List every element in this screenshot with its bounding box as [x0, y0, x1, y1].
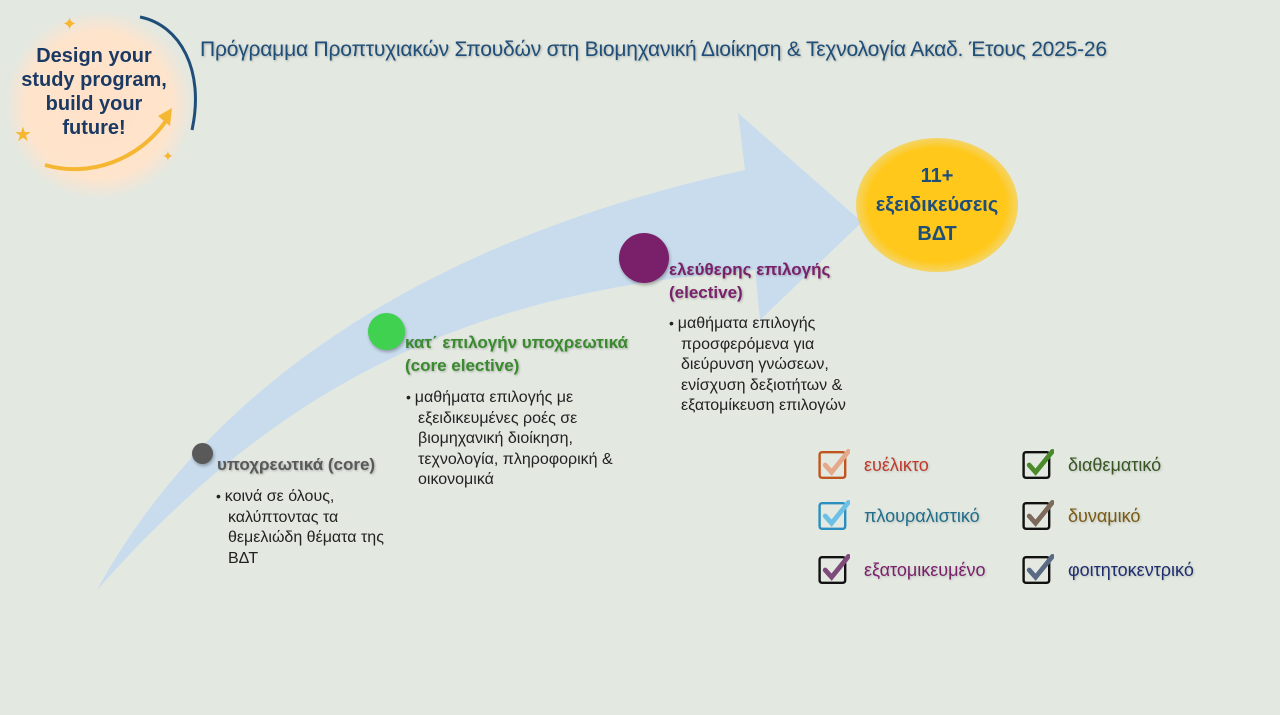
- checkbox-checked-icon: [818, 500, 850, 530]
- elective-description: μαθήματα επιλογής προσφερόμενα για διεύρ…: [678, 313, 891, 417]
- desc-line: καλύπτοντας τα: [228, 508, 339, 526]
- elective-marker: [619, 233, 669, 283]
- desc-line: εξειδικευμένες ροές σε: [418, 409, 578, 427]
- desc-line: ΒΔΤ: [228, 549, 259, 567]
- feature-student-centered: φοιτητοκεντρικό: [1022, 554, 1194, 586]
- core-description: κοινά σε όλους, καλύπτοντας τα θεμελιώδη…: [225, 486, 428, 569]
- desc-line: οικονομικά: [418, 471, 494, 488]
- desc-line: βιομηχανική διοίκηση,: [418, 430, 573, 447]
- feature-label: ευέλικτο: [864, 454, 929, 475]
- desc-line: μαθήματα επιλογής: [678, 313, 891, 335]
- desc-line: προσφερόμενα για: [681, 335, 815, 353]
- sparkle-icon: ✦: [162, 148, 174, 164]
- page-title: Πρόγραμμα Προπτυχιακών Σπουδών στη Βιομη…: [200, 38, 1107, 61]
- goal-line: ΒΔΤ: [917, 223, 957, 245]
- badge-line: study program,: [21, 69, 167, 91]
- checkbox-checked-icon: [1022, 554, 1054, 584]
- badge-text: Design your study program, build your fu…: [8, 44, 180, 140]
- badge-decoration: [44, 15, 197, 172]
- checkbox-checked-icon: [818, 554, 850, 584]
- feature-label: εξατομικευμένο: [864, 559, 986, 580]
- feature-dynamic: δυναμικό: [1022, 500, 1140, 532]
- desc-line: θεμελιώδη θέματα της: [228, 529, 384, 546]
- desc-line: ενίσχυση δεξιοτήτων &: [681, 376, 843, 394]
- core-marker: [192, 443, 213, 464]
- badge-line: Design your: [36, 45, 152, 67]
- level-title-line: κατ΄ επιλογήν υποχρεωτικά: [405, 333, 628, 352]
- level-title-line: υποχρεωτικά (core): [217, 455, 376, 474]
- elective-title: ελεύθερης επιλογής (elective): [669, 258, 830, 304]
- desc-line: εξατομίκευση επιλογών: [681, 397, 846, 414]
- level-title-line: ελεύθερης επιλογής: [669, 260, 831, 279]
- badge-line: future!: [62, 117, 126, 139]
- level-title-line: (core elective): [405, 356, 520, 375]
- core-elective-title: κατ΄ επιλογήν υποχρεωτικά (core elective…: [405, 331, 628, 377]
- badge-line: build your: [45, 93, 143, 115]
- desc-line: τεχνολογία, πληροφορική &: [418, 450, 613, 468]
- desc-line: διεύρυνση γνώσεων,: [681, 356, 829, 373]
- feature-interdisciplinary: διαθεματικό: [1022, 449, 1161, 481]
- sparkle-icon: ✦: [62, 14, 78, 34]
- badge-arrowhead-icon: [158, 108, 172, 126]
- badge-ring-arc: [139, 15, 197, 131]
- desc-line: μαθήματα επιλογής με: [415, 387, 648, 409]
- progress-arrow-shape: [97, 113, 862, 590]
- feature-label: πλουραλιστικό: [864, 505, 980, 526]
- core-elective-description: μαθήματα επιλογής με εξειδικευμένες ροές…: [415, 387, 648, 491]
- desc-line: κοινά σε όλους,: [225, 486, 428, 508]
- core-elective-marker: [368, 313, 405, 350]
- feature-pluralistic: πλουραλιστικό: [818, 500, 980, 532]
- goal-line: εξειδικεύσεις: [875, 194, 999, 216]
- goal-line: 11+: [920, 165, 954, 187]
- level-title-line: (elective): [669, 283, 743, 302]
- badge-arrow-icon: [44, 116, 170, 172]
- goal-text: 11+ εξειδικεύσεις ΒΔΤ: [856, 162, 1018, 249]
- checkbox-checked-icon: [818, 449, 850, 479]
- star-icon: ★: [14, 124, 32, 146]
- specializations-goal: [856, 138, 1018, 272]
- feature-label: διαθεματικό: [1068, 454, 1162, 475]
- checkbox-checked-icon: [1022, 449, 1054, 479]
- feature-label: φοιτητοκεντρικό: [1068, 559, 1194, 580]
- core-title: υποχρεωτικά (core): [217, 453, 375, 476]
- feature-label: δυναμικό: [1068, 505, 1141, 526]
- feature-flexible: ευέλικτο: [818, 449, 929, 481]
- checkbox-checked-icon: [1022, 500, 1054, 530]
- feature-personalized: εξατομικευμένο: [818, 554, 986, 586]
